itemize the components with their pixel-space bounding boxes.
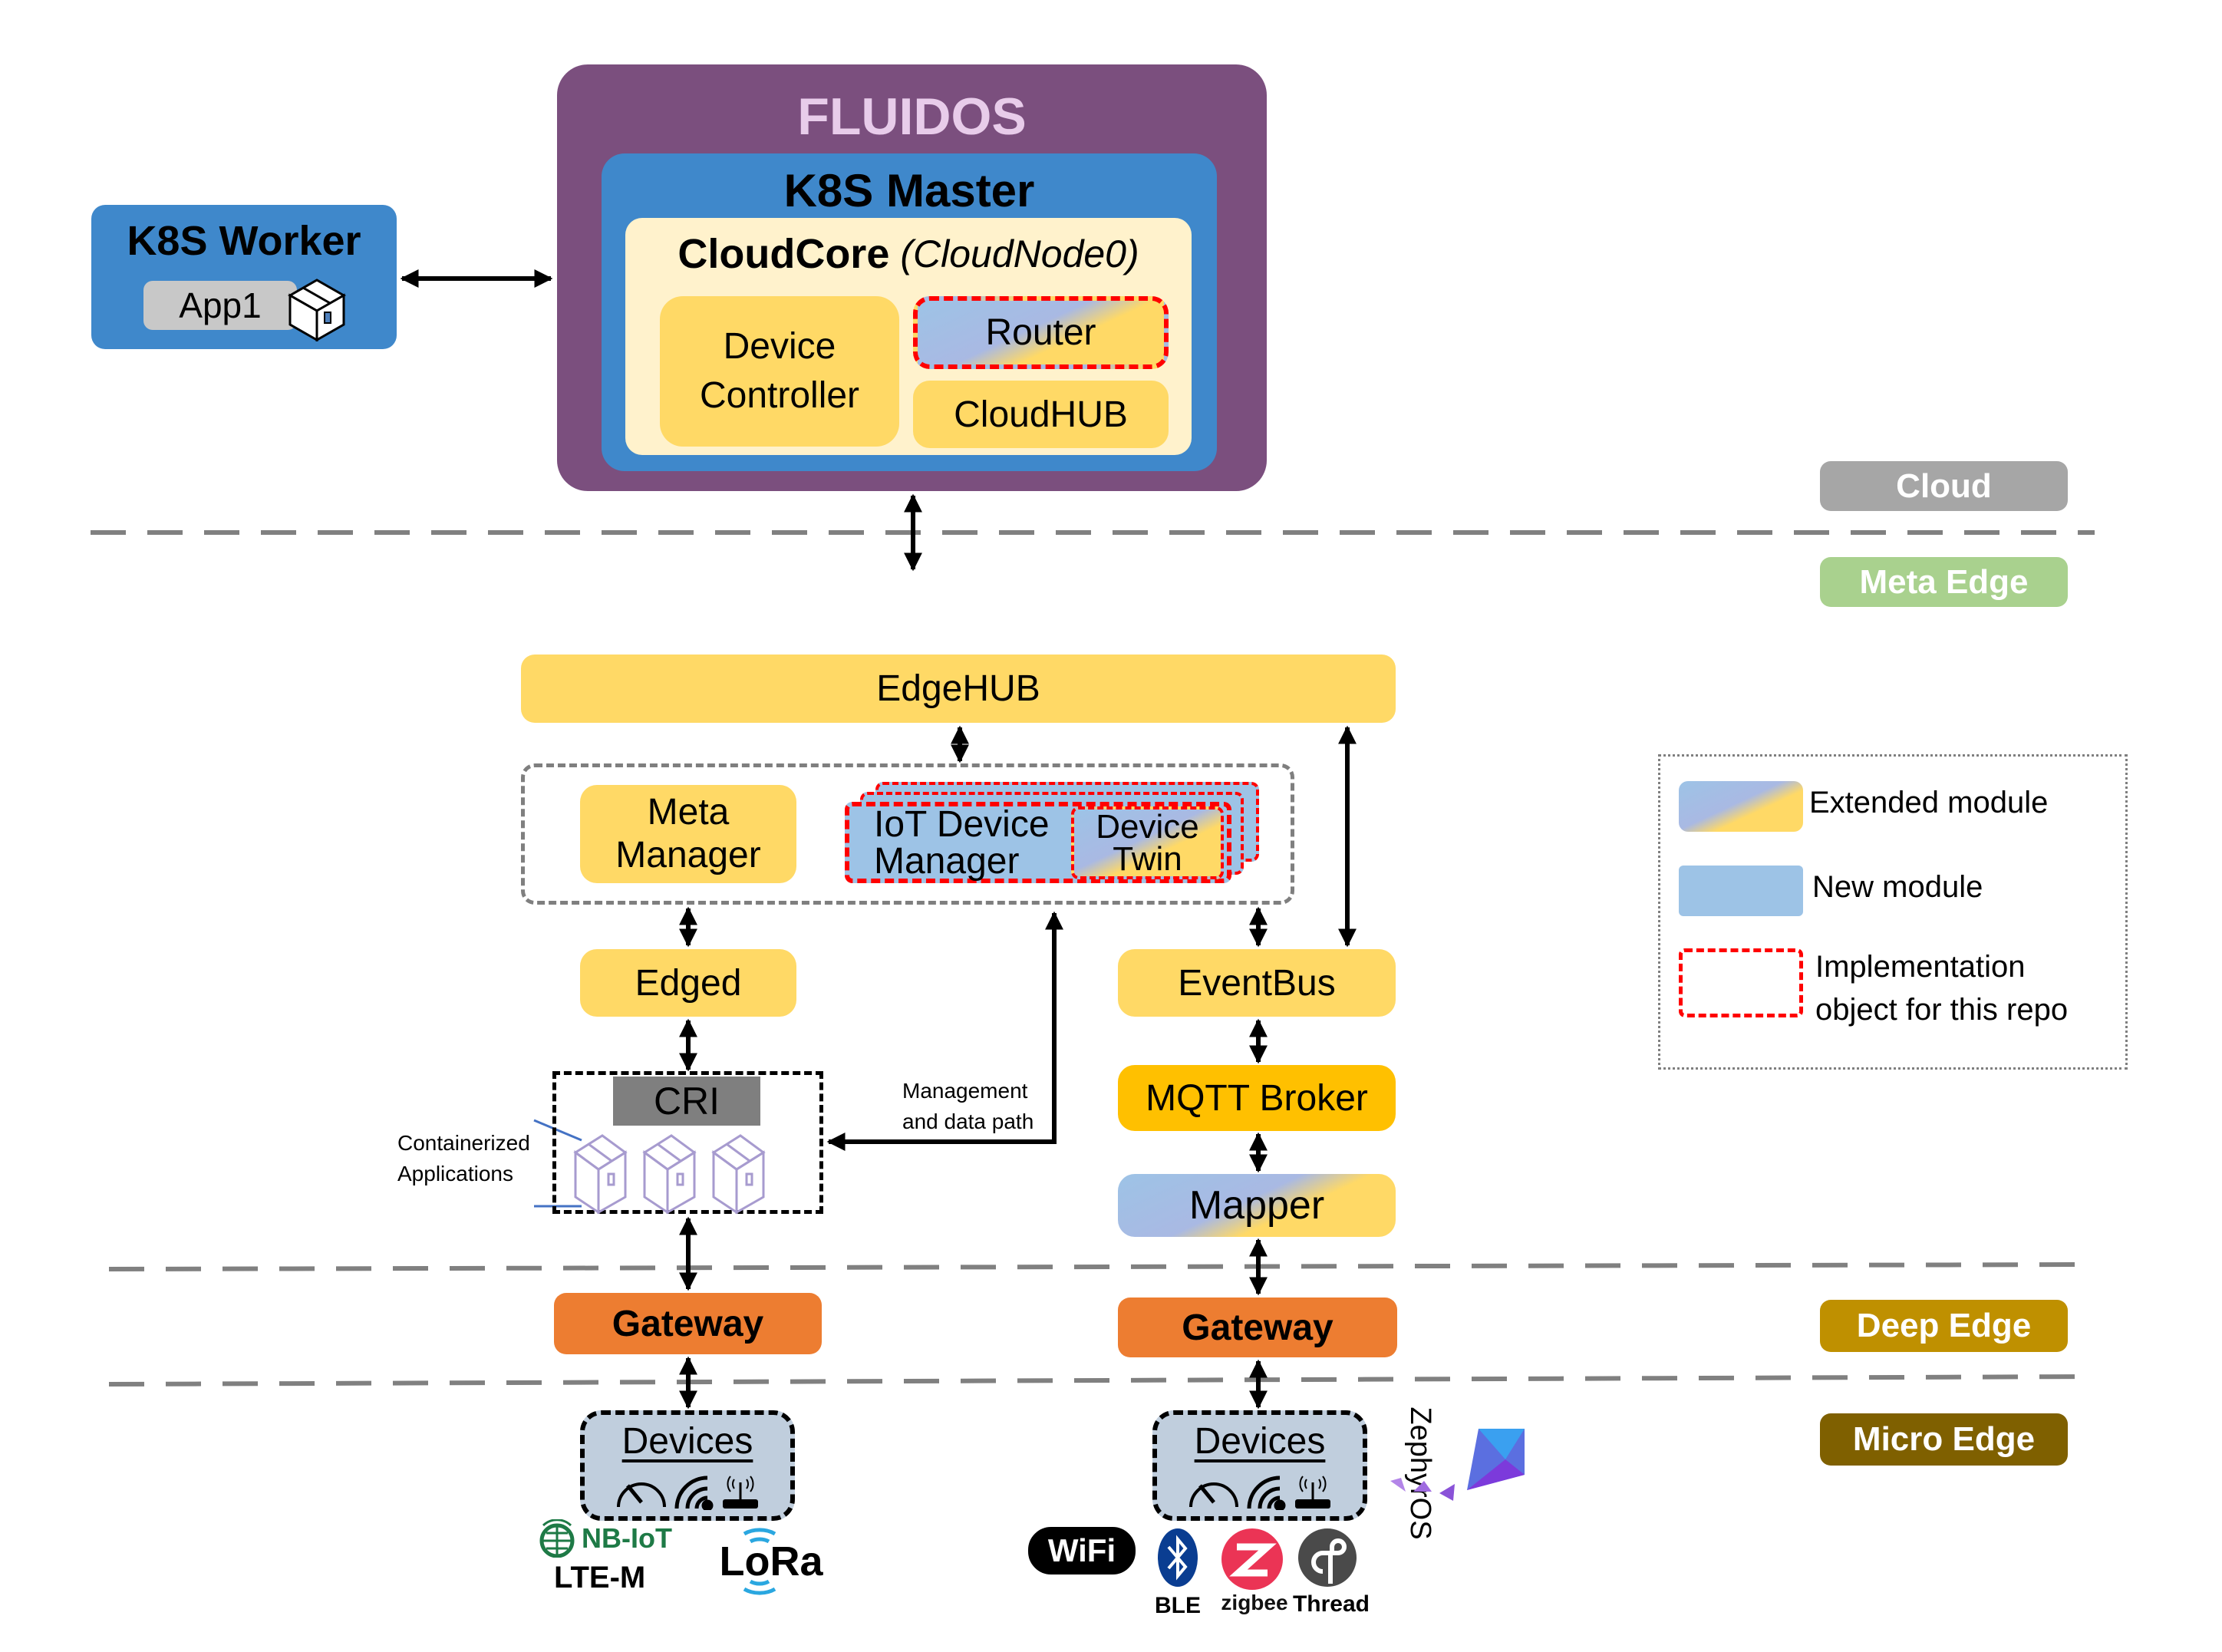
legend-label-new: New module [1812,870,1983,904]
management-path-label: Management and data path [902,1076,1056,1137]
legend-label-impl-line1: Implementation [1815,950,2026,984]
cloudcore-subtitle: (CloudNode0) [900,232,1139,275]
layer-badge-deep-edge-label: Deep Edge [1856,1307,2032,1344]
meta-manager-module[interactable]: Meta Manager [580,785,796,883]
management-path-label-line1: Management [902,1079,1028,1103]
app1-pill[interactable]: App1 [143,281,297,330]
devices-right-label: Devices [1194,1420,1326,1462]
wifi-label: WiFi [1047,1532,1116,1568]
thread-label: Thread [1292,1591,1370,1617]
signal-waves-icon [1247,1476,1286,1510]
edgecore-title: EdgeCore [499,593,695,639]
cri-label-box: CRI [613,1077,760,1126]
nb-iot-label: NB-IoT [582,1522,672,1554]
edged-module[interactable]: Edged [580,949,796,1017]
edgehub-module[interactable]: EdgeHUB [521,655,1396,723]
layer-badge-meta-edge: Meta Edge [1820,557,2068,607]
router-label: Router [985,312,1096,353]
signal-waves-icon [674,1476,714,1510]
containerized-apps-label: Containerized Applications [397,1131,530,1185]
devices-left-label: Devices [621,1420,753,1462]
device-icons-right [1189,1476,1330,1510]
cri-container[interactable] [552,1071,823,1214]
cloudhub-label: CloudHUB [954,394,1128,435]
layer-badge-meta-edge-label: Meta Edge [1859,562,2029,601]
package-box-icon [287,279,347,341]
zigbee-label: zigbee [1221,1591,1288,1614]
globe-icon [539,1519,575,1558]
management-path-label-line2: and data path [902,1110,1034,1133]
devices-right[interactable]: Devices [1152,1410,1367,1521]
zigbee-logo [1220,1527,1284,1591]
eventbus-label: EventBus [1178,962,1336,1004]
mqtt-broker-label: MQTT Broker [1146,1077,1368,1119]
router-antenna-icon [723,1476,758,1509]
ble-logo [1156,1527,1199,1610]
fluidos-title: FLUIDOS [797,87,1027,146]
app1-label: App1 [179,285,262,325]
device-icons-left [617,1476,758,1510]
iot-device-manager-label: IoT Device Manager [874,804,1050,882]
k8s-master-title: K8S Master [783,164,1035,216]
device-controller-label: Device Controller [699,326,860,416]
k8s-worker-title: K8S Worker [127,218,361,264]
devices-left[interactable]: Devices [580,1410,795,1521]
eventbus-module[interactable]: EventBus [1118,949,1396,1017]
layer-badge-micro-edge-label: Micro Edge [1852,1420,2036,1458]
meta-manager-label: Meta Manager [615,792,761,875]
gateway-right-label: Gateway [1182,1307,1334,1348]
k8s-worker-node[interactable]: K8S Worker App1 [91,205,397,349]
layer-badge-deep-edge: Deep Edge [1820,1300,2068,1352]
thread-icon [1298,1528,1357,1587]
lora-label: LoRa [719,1538,823,1584]
edged-label: Edged [635,962,742,1004]
router-module[interactable]: Router [913,296,1169,369]
gateway-right[interactable]: Gateway [1118,1298,1397,1357]
gauge-icon [1189,1482,1238,1508]
mapper-label: Mapper [1188,1183,1325,1228]
device-twin-module[interactable]: Device Twin [1071,806,1224,879]
wifi-logo: WiFi [1028,1527,1136,1575]
ble-label: BLE [1155,1593,1201,1618]
edgehub-label: EdgeHUB [876,668,1040,709]
gateway-left[interactable]: Gateway [554,1293,822,1354]
cloudcore-title: CloudCore [677,231,890,277]
gateway-left-label: Gateway [612,1303,764,1344]
device-twin-label: Device Twin [1096,807,1199,878]
layer-divider-meta-deep [108,1262,2095,1271]
zephyr-kite-icon [1390,1429,1525,1501]
lte-m-label: LTE-M [554,1560,646,1594]
containerized-apps-icon [573,1134,766,1214]
lora-waves-icon [743,1528,776,1595]
legend-swatch-impl [1679,948,1803,1017]
bluetooth-icon [1158,1528,1198,1587]
edgecore-subtitle: (EdgeNode0) [704,595,923,637]
legend-swatch-extended [1679,781,1803,832]
layer-divider-deep-micro [108,1374,2095,1387]
zigbee-icon [1221,1528,1283,1590]
thread-logo [1297,1527,1358,1588]
nb-iot-logo: NB-IoT [536,1519,689,1558]
cloudhub-module[interactable]: CloudHUB [913,381,1169,448]
layer-badge-cloud-label: Cloud [1896,467,1992,505]
mapper-module[interactable]: Mapper [1118,1174,1396,1237]
legend-label-impl: Implementation object for this repo [1815,945,2068,1031]
lte-m-logo: LTE-M [554,1556,707,1599]
mqtt-broker-module[interactable]: MQTT Broker [1118,1065,1396,1131]
legend-swatch-new [1679,866,1803,916]
router-antenna-icon [1295,1476,1330,1509]
edge-modules-group [521,763,1294,905]
cri-label: CRI [653,1080,720,1123]
device-controller-module[interactable]: Device Controller [660,296,899,447]
layer-badge-micro-edge: Micro Edge [1820,1413,2068,1466]
legend-box: Extended module New module Implementatio… [1658,754,2128,1070]
legend-label-extended: Extended module [1809,786,2049,819]
layer-badge-cloud: Cloud [1820,461,2068,511]
legend-label-impl-line2: object for this repo [1815,993,2069,1027]
lora-logo: LoRa [706,1523,836,1600]
gauge-icon [617,1482,666,1508]
cloudcore-heading: CloudCore (CloudNode0) [625,227,1192,281]
edgecore-heading: EdgeCore (EdgeNode0) [499,589,923,643]
